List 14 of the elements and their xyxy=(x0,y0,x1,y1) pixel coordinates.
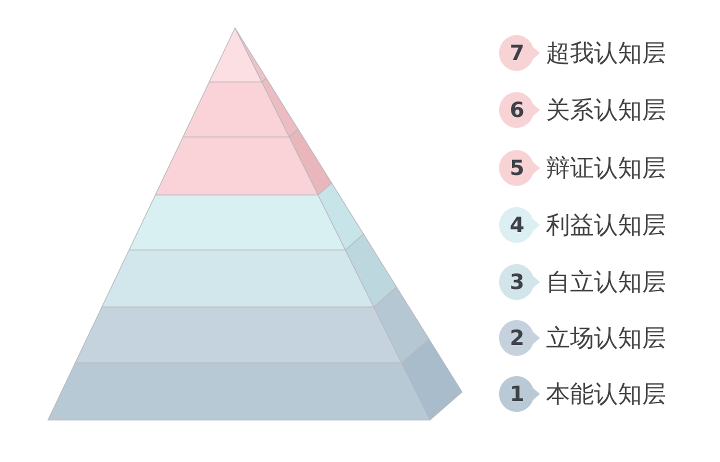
layer-label: 辩证认知层 xyxy=(546,153,666,184)
layer-label: 本能认知层 xyxy=(546,379,666,410)
layer-label: 关系认知层 xyxy=(546,95,666,126)
number-badge: 3 xyxy=(498,263,542,301)
number-badge: 7 xyxy=(498,34,542,72)
layer-label: 自立认知层 xyxy=(546,267,666,298)
number-badge: 6 xyxy=(498,91,542,129)
number-badge: 5 xyxy=(498,149,542,187)
layer-label: 超我认知层 xyxy=(546,38,666,69)
layer-label: 立场认知层 xyxy=(546,323,666,354)
layer-label: 利益认知层 xyxy=(546,210,666,241)
number-badge: 2 xyxy=(498,319,542,357)
number-badge: 1 xyxy=(498,375,542,413)
number-badge: 4 xyxy=(498,206,542,244)
